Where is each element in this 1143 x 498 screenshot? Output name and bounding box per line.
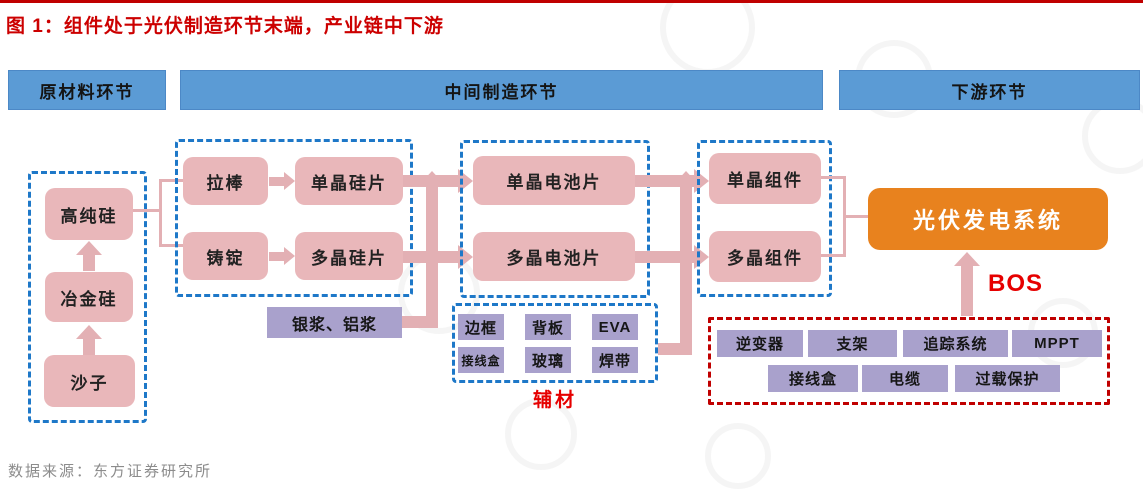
node-rod-pulling: 拉棒 (183, 157, 268, 205)
node-paste: 银浆、铝浆 (267, 307, 402, 338)
connector-monomodule-out (821, 176, 846, 179)
connector-to-rod (159, 179, 183, 182)
connector-hps-vertical (159, 179, 162, 247)
header-bar-intermediate: 中间制造环节 (180, 70, 823, 110)
aux-materials-group-box (452, 303, 658, 383)
node-overload-protection: 过载保护 (955, 365, 1060, 392)
arrow-polywafer-to-polycell-shaft (403, 251, 458, 263)
node-glass: 玻璃 (525, 347, 571, 373)
bos-label: BOS (988, 270, 1044, 297)
node-tracking-system: 追踪系统 (903, 330, 1008, 357)
watermark-ring (660, 0, 755, 75)
aux-materials-label: 辅材 (532, 390, 577, 411)
arrow-monocell-to-monomodule-shaft (635, 175, 695, 187)
up-arrow-shaft (83, 338, 95, 355)
node-metallurgical-silicon: 冶金硅 (45, 272, 133, 322)
node-eva: EVA (592, 314, 638, 340)
raw-materials-group-box (28, 171, 147, 423)
node-inverter: 逆变器 (717, 330, 803, 357)
header-bar-raw-materials: 原材料环节 (8, 70, 166, 110)
arrow-ingot-to-polywafer-icon (284, 247, 295, 265)
node-mono-module: 单晶组件 (709, 153, 821, 204)
top-rule (0, 0, 1143, 3)
node-backsheet: 背板 (525, 314, 571, 340)
arrow-polycell-to-polymodule-shaft (635, 251, 695, 263)
node-sand: 沙子 (44, 355, 135, 407)
watermark-ring (705, 423, 771, 489)
aux-riser-vertical (680, 182, 692, 355)
arrow-monowafer-to-monocell-shaft (403, 175, 458, 187)
arrow-rod-to-monowafer-icon (284, 172, 295, 190)
node-junction-box-bos: 接线盒 (768, 365, 858, 392)
node-mono-cell: 单晶电池片 (473, 156, 635, 205)
wafer-group-box (175, 139, 413, 297)
node-poly-cell: 多晶电池片 (473, 232, 635, 281)
node-ingot-casting: 铸锭 (183, 232, 268, 280)
node-pv-system: 光伏发电系统 (868, 188, 1108, 250)
node-high-purity-silicon: 高纯硅 (45, 188, 133, 240)
connector-modules-vertical (843, 176, 846, 257)
bos-components-group-box (708, 317, 1110, 405)
connector-to-system (846, 215, 868, 218)
node-frame: 边框 (458, 314, 504, 340)
header-bar-downstream: 下游环节 (839, 70, 1140, 110)
node-junction-box-aux: 接线盒 (458, 347, 504, 373)
connector-polymodule-out (821, 254, 846, 257)
node-rack: 支架 (808, 330, 897, 357)
up-arrow-icon (76, 241, 102, 255)
arrow-rod-to-monowafer-shaft (269, 177, 285, 186)
module-group-box (697, 140, 832, 297)
watermark-ring (505, 398, 577, 470)
node-poly-module: 多晶组件 (709, 231, 821, 282)
bos-arrow-shaft (961, 266, 973, 316)
node-mono-wafer: 单晶硅片 (295, 157, 403, 205)
up-arrow-icon (76, 325, 102, 339)
node-mppt: MPPT (1012, 330, 1102, 357)
bos-arrow-icon (954, 252, 980, 266)
source-note: 数据来源：东方证券研究所 (8, 463, 213, 480)
node-ribbon: 焊带 (592, 347, 638, 373)
cell-group-box (460, 140, 650, 298)
connector-hps-out (133, 209, 162, 212)
node-poly-wafer: 多晶硅片 (295, 232, 403, 280)
figure-title: 图 1：组件处于光伏制造环节末端，产业链中下游 (6, 16, 444, 37)
arrow-ingot-to-polywafer-shaft (269, 252, 285, 261)
up-arrow-shaft (83, 254, 95, 271)
connector-to-ingot (159, 244, 183, 247)
node-cable: 电缆 (862, 365, 948, 392)
